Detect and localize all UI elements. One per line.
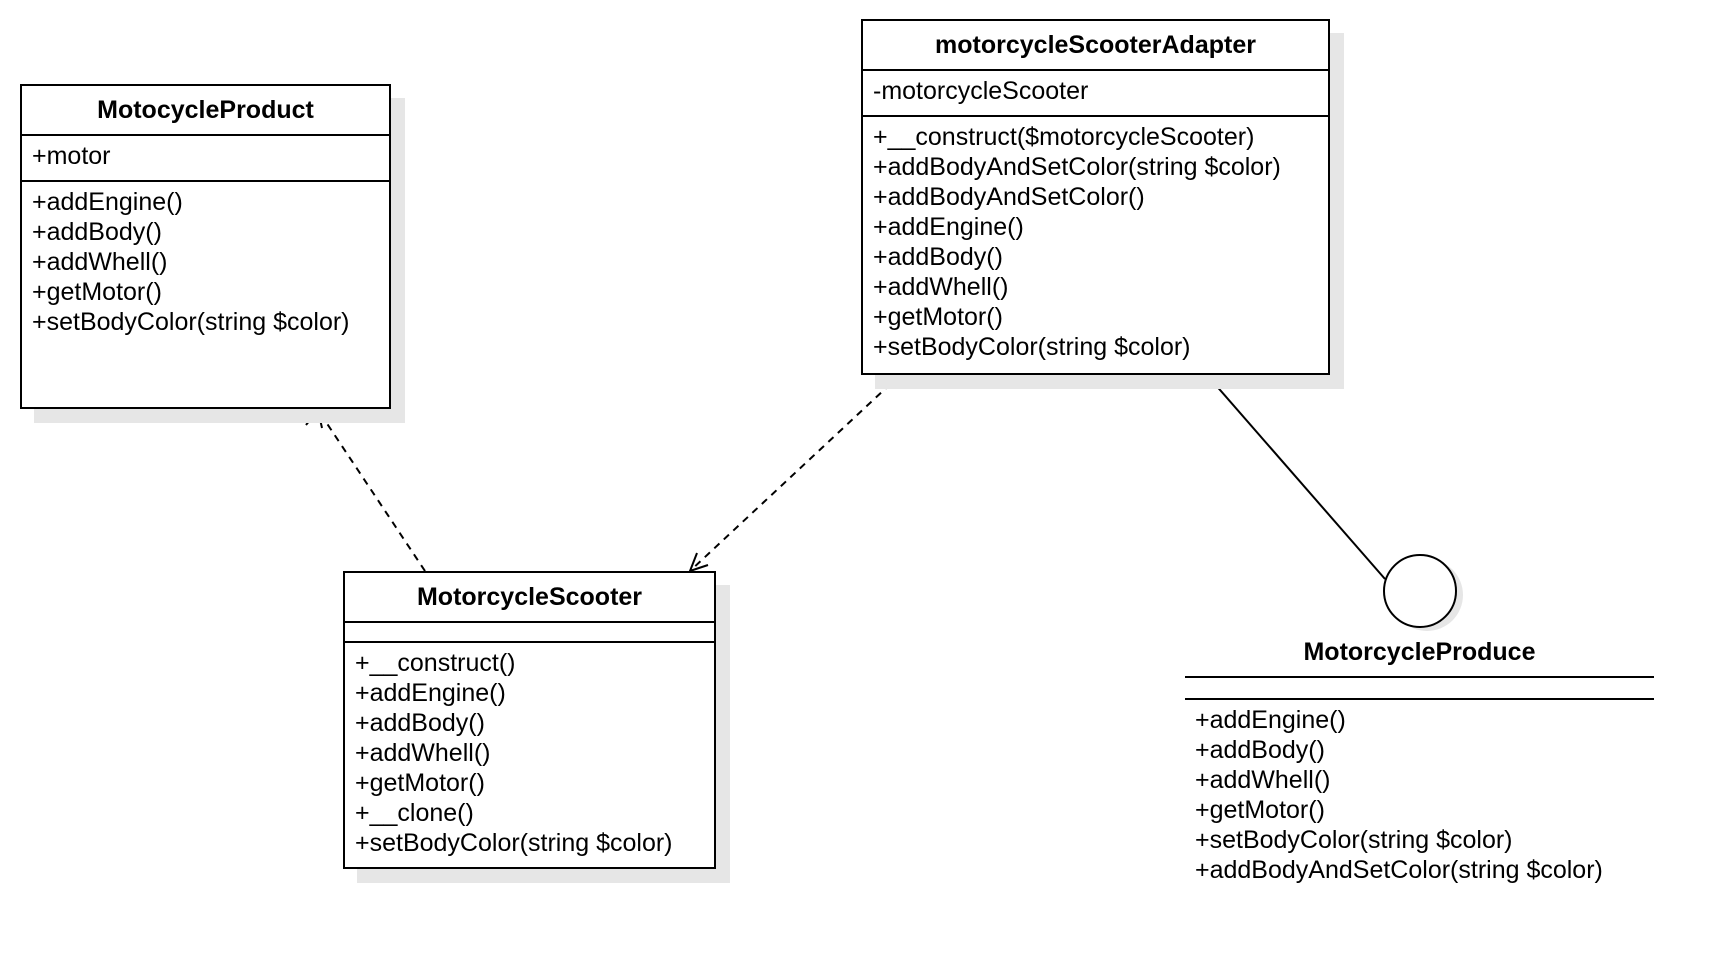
operation: +addEngine() xyxy=(1195,706,1346,734)
operation: +setBodyColor(string $color) xyxy=(1195,826,1513,854)
operation: +addBody() xyxy=(873,243,1003,271)
operation: +setBodyColor(string $color) xyxy=(873,333,1191,361)
operation: +addEngine() xyxy=(32,188,183,216)
operation: +addBodyAndSetColor(string $color) xyxy=(1195,856,1603,884)
operation: +getMotor() xyxy=(1195,796,1325,824)
realization-line xyxy=(1206,374,1386,580)
operation: +addWhell() xyxy=(355,739,491,767)
operations-section: +__construct($motorcycleScooter) +addBod… xyxy=(863,117,1328,367)
dependency-line xyxy=(689,374,901,572)
class-motorcycle-scooter-adapter[interactable]: motorcycleScooterAdapter -motorcycleScoo… xyxy=(861,19,1330,375)
operation: +getMotor() xyxy=(355,769,485,797)
class-name: motorcycleScooterAdapter xyxy=(863,21,1328,71)
operation: +__clone() xyxy=(355,799,474,827)
operation: +addEngine() xyxy=(873,213,1024,241)
operation: +addBodyAndSetColor() xyxy=(873,183,1145,211)
interface-motorcycle-produce[interactable]: MotorcycleProduce +addEngine() +addBody(… xyxy=(1185,628,1654,890)
operation: +addWhell() xyxy=(32,248,168,276)
interface-lollipop-circle[interactable] xyxy=(1383,554,1457,628)
open-arrow-head xyxy=(305,407,323,429)
operation: +getMotor() xyxy=(873,303,1003,331)
operation: +addWhell() xyxy=(1195,766,1331,794)
attributes-section: -motorcycleScooter xyxy=(863,71,1328,117)
class-motorcycle-scooter[interactable]: MotorcycleScooter +__construct() +addEng… xyxy=(343,571,716,869)
interface-name: MotorcycleProduce xyxy=(1185,628,1654,678)
interface-operations-section: +addEngine() +addBody() +addWhell() +get… xyxy=(1185,700,1654,890)
operation: +addEngine() xyxy=(355,679,506,707)
operations-section: +addEngine() +addBody() +addWhell() +get… xyxy=(22,182,389,342)
class-motocycle-product[interactable]: MotocycleProduct +motor +addEngine() +ad… xyxy=(20,84,391,409)
attribute: -motorcycleScooter xyxy=(873,77,1089,105)
dependency-line xyxy=(317,409,426,572)
operations-section: +__construct() +addEngine() +addBody() +… xyxy=(345,643,714,863)
attributes-section xyxy=(345,623,714,643)
attributes-section: +motor xyxy=(22,136,389,182)
class-name: MotocycleProduct xyxy=(22,86,389,136)
operation: +__construct() xyxy=(355,649,516,677)
operation: +getMotor() xyxy=(32,278,162,306)
dependency-adapter-to-scooter[interactable] xyxy=(688,374,901,573)
operation: +addBodyAndSetColor(string $color) xyxy=(873,153,1281,181)
dependency-scooter-to-product[interactable] xyxy=(305,407,426,572)
operation: +addBody() xyxy=(1195,736,1325,764)
attribute: +motor xyxy=(32,142,111,170)
interface-attributes-section xyxy=(1185,678,1654,700)
operation: +addBody() xyxy=(32,218,162,246)
operation: +setBodyColor(string $color) xyxy=(32,308,350,336)
operation: +addBody() xyxy=(355,709,485,737)
operation: +addWhell() xyxy=(873,273,1009,301)
operation: +setBodyColor(string $color) xyxy=(355,829,673,857)
operation: +__construct($motorcycleScooter) xyxy=(873,123,1255,151)
realization-adapter-to-interface[interactable] xyxy=(1206,374,1386,580)
class-name: MotorcycleScooter xyxy=(345,573,714,623)
